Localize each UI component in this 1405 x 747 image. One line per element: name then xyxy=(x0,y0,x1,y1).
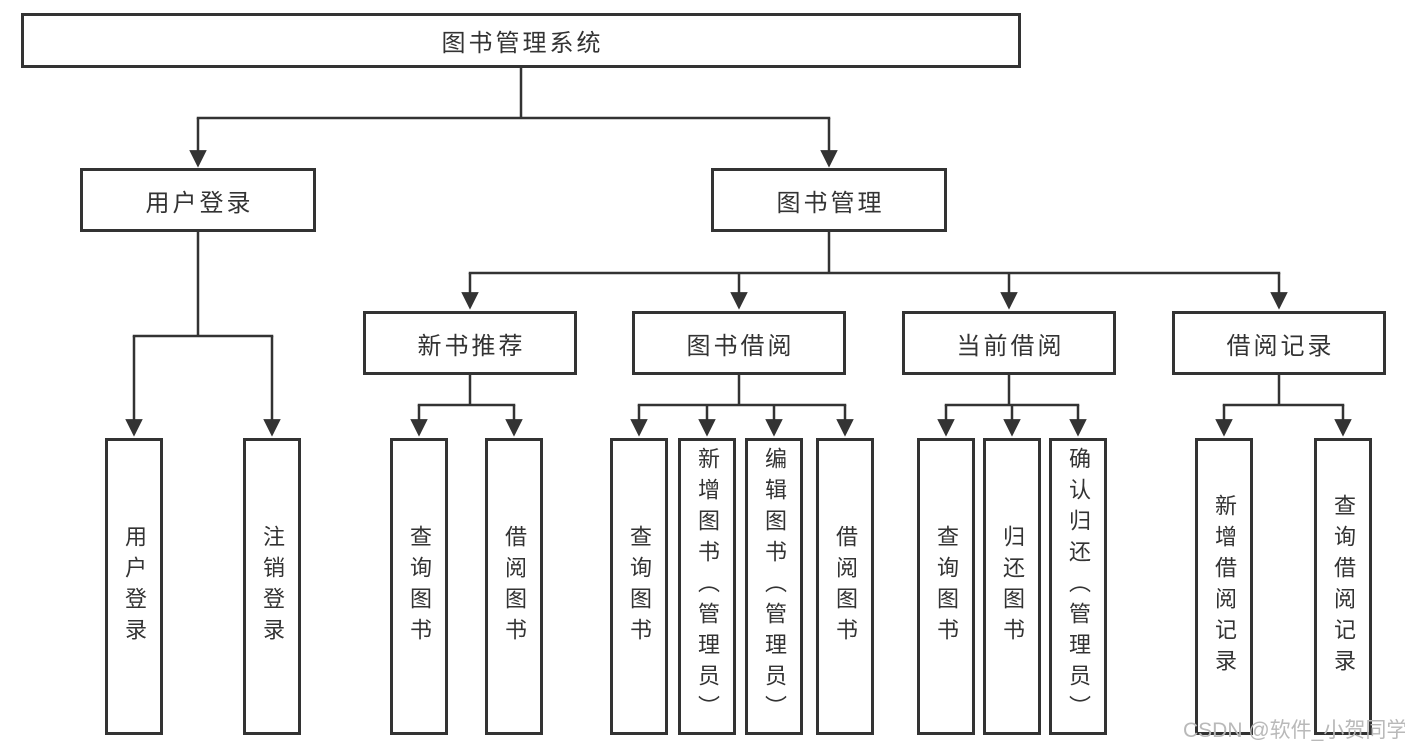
node-new-book-recommend: 新书推荐 xyxy=(363,311,577,375)
leaf-current-confirm-return-admin: 确认归还（管理员） xyxy=(1049,438,1107,735)
node-current-borrow: 当前借阅 xyxy=(902,311,1116,375)
leaf-current-query-books: 查询图书 xyxy=(917,438,975,735)
node-book-management: 图书管理 xyxy=(711,168,947,232)
leaf-borrow-borrow-books: 借阅图书 xyxy=(816,438,874,735)
leaf-borrow-add-books-admin: 新增图书（管理员） xyxy=(678,438,736,735)
csdn-watermark: CSDN @软件_小贺同学 xyxy=(1183,719,1405,742)
leaf-newbook-borrow-books: 借阅图书 xyxy=(485,438,543,735)
leaf-records-query-record: 查询借阅记录 xyxy=(1314,438,1372,735)
leaf-borrow-edit-books-admin: 编辑图书（管理员） xyxy=(745,438,803,735)
leaf-user-login: 用户登录 xyxy=(105,438,163,735)
node-library-system: 图书管理系统 xyxy=(21,13,1021,68)
leaf-current-return-books: 归还图书 xyxy=(983,438,1041,735)
node-user-login: 用户登录 xyxy=(80,168,316,232)
leaf-newbook-query-books: 查询图书 xyxy=(390,438,448,735)
node-borrow-records: 借阅记录 xyxy=(1172,311,1386,375)
node-book-borrow: 图书借阅 xyxy=(632,311,846,375)
leaf-borrow-query-books: 查询图书 xyxy=(610,438,668,735)
leaf-records-add-record: 新增借阅记录 xyxy=(1195,438,1253,735)
leaf-logout-login: 注销登录 xyxy=(243,438,301,735)
